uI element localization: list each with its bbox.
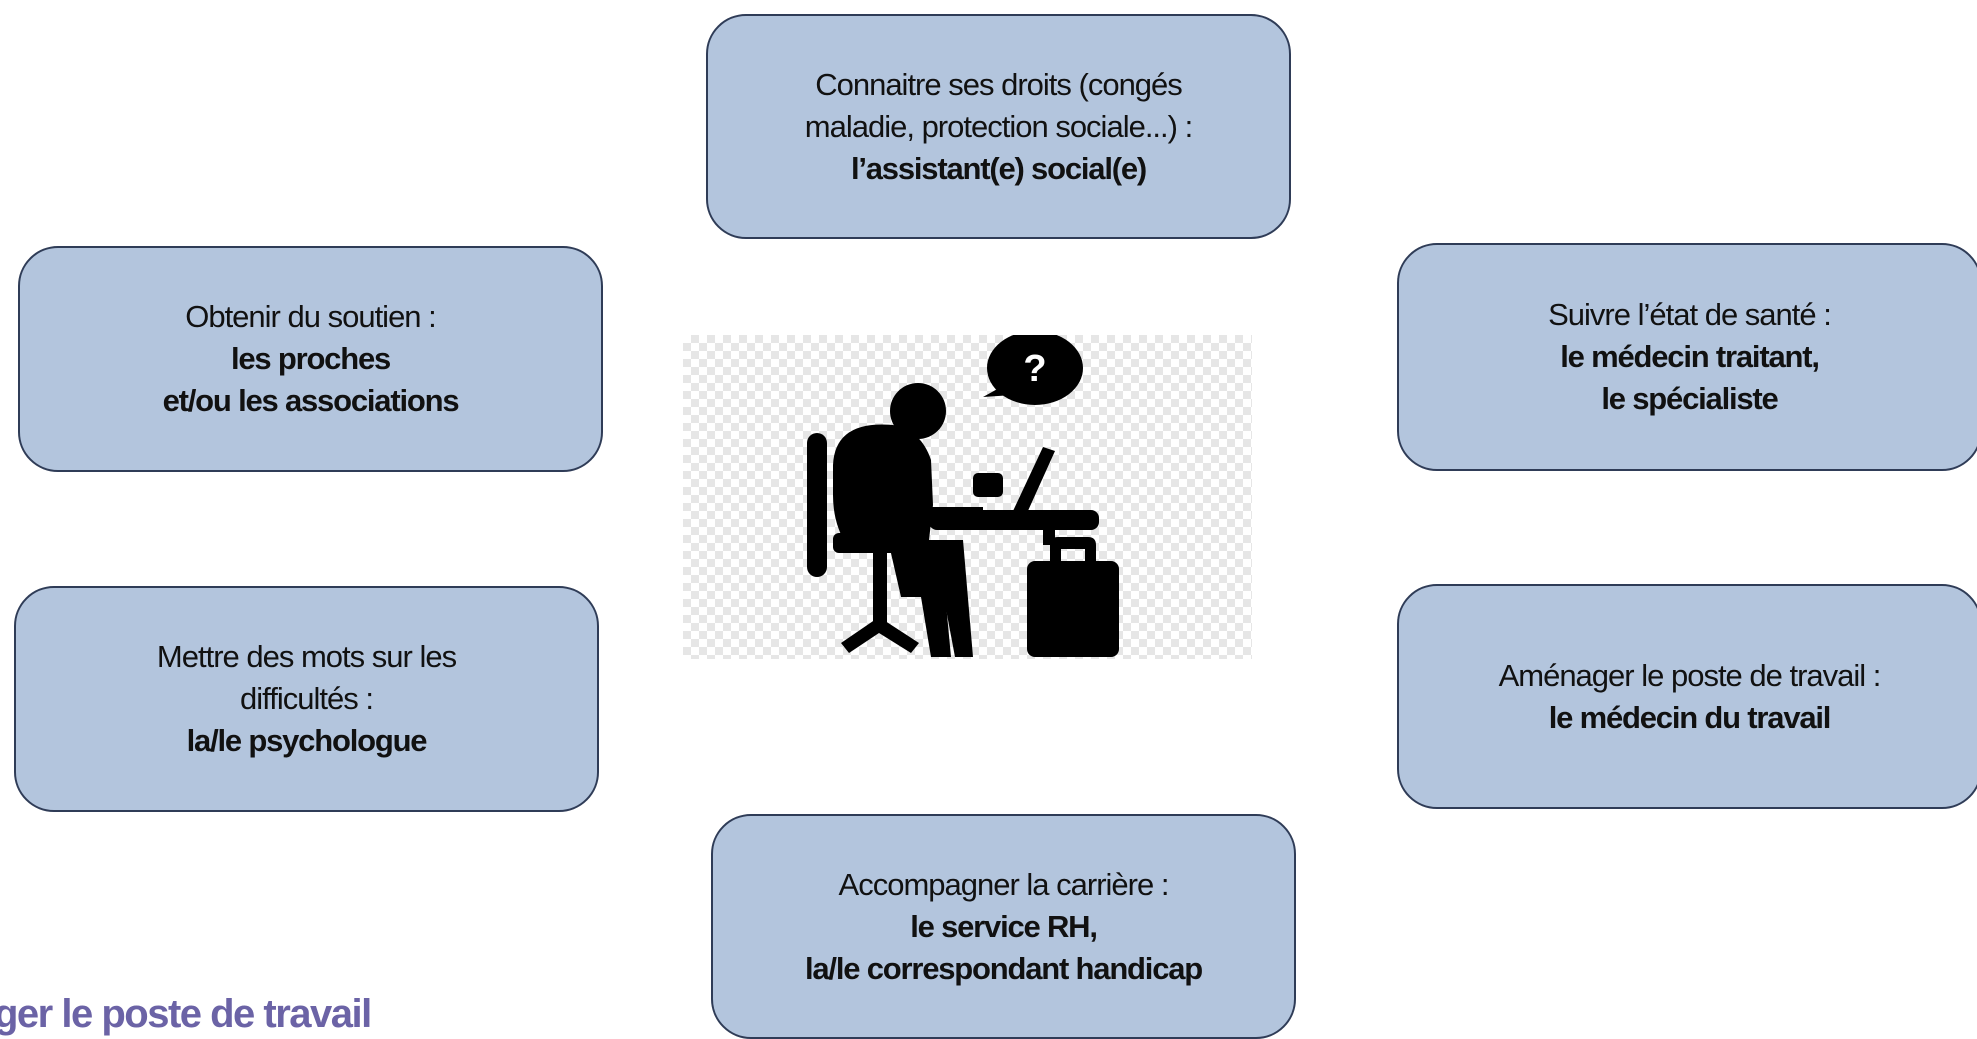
resource-box-sante: Suivre l’état de santé : le médecin trai… [1397, 243, 1977, 471]
desk-icon [929, 510, 1099, 530]
briefcase-icon [1027, 537, 1119, 657]
box-droits-text-1: Connaitre ses droits (congés [815, 66, 1183, 102]
box-sante-text-1: Suivre l’état de santé : [1548, 297, 1832, 332]
box-droits-contact: l’assistant(e) social(e) [850, 150, 1147, 186]
box-sante-contact-2: le spécialiste [1601, 381, 1778, 416]
box-carriere-text-1: Accompagner la carrière : [838, 866, 1170, 902]
resource-box-mots: Mettre des mots sur les difficultés : la… [14, 586, 599, 812]
chair-base-icon [841, 617, 919, 653]
resource-box-carriere: Accompagner la carrière : le service RH,… [711, 814, 1296, 1039]
resource-box-soutien: Obtenir du soutien : les proches et/ou l… [18, 246, 603, 472]
box-amenager-text-1: Aménager le poste de travail : [1498, 657, 1882, 693]
box-droits-text-2: maladie, protection sociale...) : [804, 108, 1193, 144]
footer-partial-title: ger le poste de travail [0, 992, 372, 1036]
resource-box-droits: Connaitre ses droits (congés maladie, pr… [706, 14, 1291, 239]
center-illustration: ? [683, 335, 1252, 659]
box-amenager-contact: le médecin du travail [1548, 699, 1832, 735]
box-mots-contact: la/le psychologue [186, 723, 428, 758]
resource-box-amenager: Aménager le poste de travail : le médeci… [1397, 584, 1977, 809]
bubble-question-mark: ? [1023, 348, 1046, 390]
chair-back-icon [807, 433, 827, 577]
person-legs-icon [888, 540, 951, 657]
box-mots-text-1: Mettre des mots sur les [156, 639, 457, 674]
box-soutien-contact-2: et/ou les associations [162, 383, 460, 418]
laptop-icon [1013, 447, 1055, 513]
chair-seat-icon [833, 533, 915, 553]
person-at-desk-question-icon: ? [807, 335, 1119, 657]
person-head-icon [890, 383, 946, 439]
box-mots-text-2: difficultés : [240, 681, 374, 716]
box-sante-contact-1: le médecin traitant, [1560, 339, 1820, 374]
box-carriere-contact-2: la/le correspondant handicap [804, 950, 1203, 986]
box-carriere-contact-1: le service RH, [910, 908, 1098, 944]
box-soutien-contact-1: les proches [230, 341, 391, 376]
cup-icon [973, 473, 1003, 497]
person-torso-icon [833, 424, 933, 547]
box-soutien-text-1: Obtenir du soutien : [185, 299, 437, 334]
speech-bubble-icon: ? [983, 335, 1083, 405]
